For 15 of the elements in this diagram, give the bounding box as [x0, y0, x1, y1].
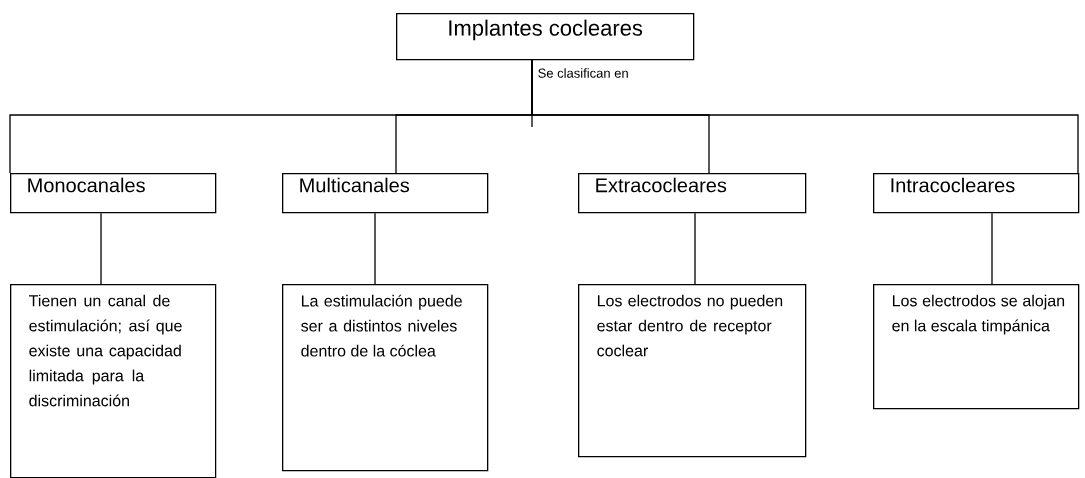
connector-line	[531, 59, 1079, 174]
description-box: Los electrodos no pueden estar dentro de receptor coclear	[578, 284, 807, 458]
description-box: Tienen un canal de estimulación; así que existe una capacidad limitada para la discriminación	[10, 284, 217, 478]
connector-line	[100, 212, 102, 285]
title-box: Implantes cocleares	[396, 13, 695, 61]
category-box: Monocanales	[10, 173, 217, 214]
connector-line	[374, 212, 376, 285]
description-box: La estimulación puede ser a distintos niveles dentro de la cóclea	[282, 284, 489, 472]
category-box: Multicanales	[282, 173, 489, 214]
edge-label: Se clasifican en	[536, 67, 630, 79]
connector-line	[694, 212, 696, 285]
category-box: Intracocleares	[873, 173, 1080, 214]
connector-line	[991, 212, 993, 285]
category-box: Extracocleares	[578, 173, 807, 214]
description-box: Los electrodos se alojan en la escala timpánica	[873, 284, 1080, 410]
